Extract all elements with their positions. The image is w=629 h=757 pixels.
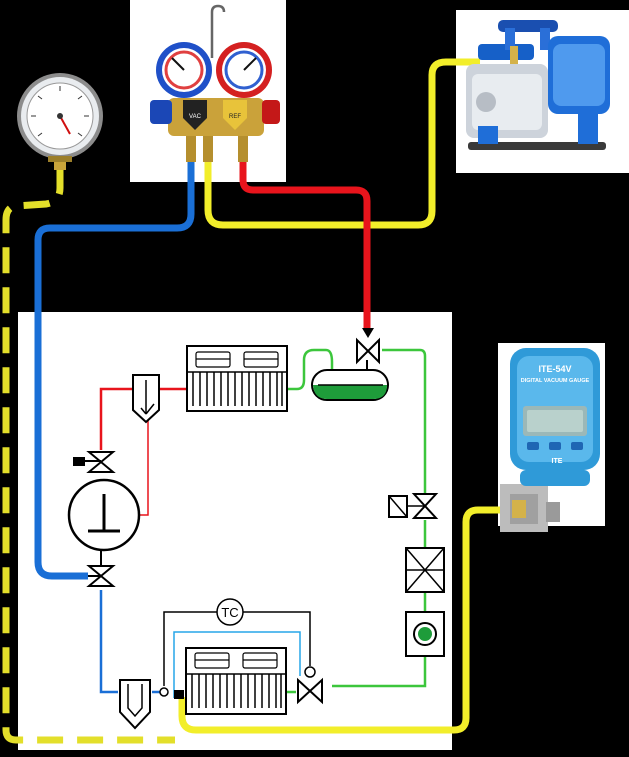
- tc-line: [163, 611, 311, 686]
- ref-knob-label: REF: [229, 114, 241, 120]
- blue-low-side-hose: [34, 160, 195, 580]
- oil-return-line: [138, 420, 149, 516]
- vac-knob-label: VAC: [189, 114, 202, 120]
- pressure-gauge-icon: [17, 73, 103, 170]
- vacuum-pump-icon: [466, 20, 610, 150]
- oil-separator-icon: [132, 374, 160, 424]
- red-high-side-hose: [239, 160, 371, 330]
- bulb: [159, 687, 169, 697]
- bulb-line: [173, 631, 301, 698]
- gauge-subtitle: DIGITAL VACUUM GAUGE: [521, 378, 590, 384]
- digital-vacuum-gauge-icon: ITE-54V DIGITAL VACUUM GAUGE ITE: [500, 348, 600, 532]
- yellow-hose-pump: [204, 58, 480, 229]
- compressor-icon: [67, 478, 141, 552]
- condenser-icon: [186, 345, 288, 412]
- receiver-icon: [311, 369, 389, 401]
- liquid-line: [287, 348, 334, 391]
- liquid-line-2: [332, 348, 427, 688]
- tc-label: TC: [221, 605, 238, 620]
- receiver-valve-icon: [356, 328, 380, 365]
- evaporator-icon: [185, 647, 287, 715]
- discharge-line: [99, 387, 186, 450]
- gauge-model: ITE-54V: [538, 364, 571, 374]
- discharge-service-valve-icon: [73, 451, 116, 473]
- suction-line: [99, 590, 166, 694]
- access-port: [174, 690, 184, 699]
- tc-controller: TC: [216, 598, 244, 626]
- gauge-brand: ITE: [552, 458, 563, 465]
- solenoid-valve-icon: [388, 493, 439, 519]
- manifold-gauge-icon: VAC REF: [150, 4, 280, 162]
- sight-glass-icon: [405, 611, 445, 657]
- suction-service-valve-icon: [86, 565, 116, 587]
- yellow-hose-gauge: [178, 506, 520, 734]
- expansion-valve-icon: [297, 666, 323, 705]
- dashed-hose: [2, 168, 175, 744]
- accumulator-icon: [119, 679, 151, 730]
- filter-drier-icon: [405, 547, 445, 593]
